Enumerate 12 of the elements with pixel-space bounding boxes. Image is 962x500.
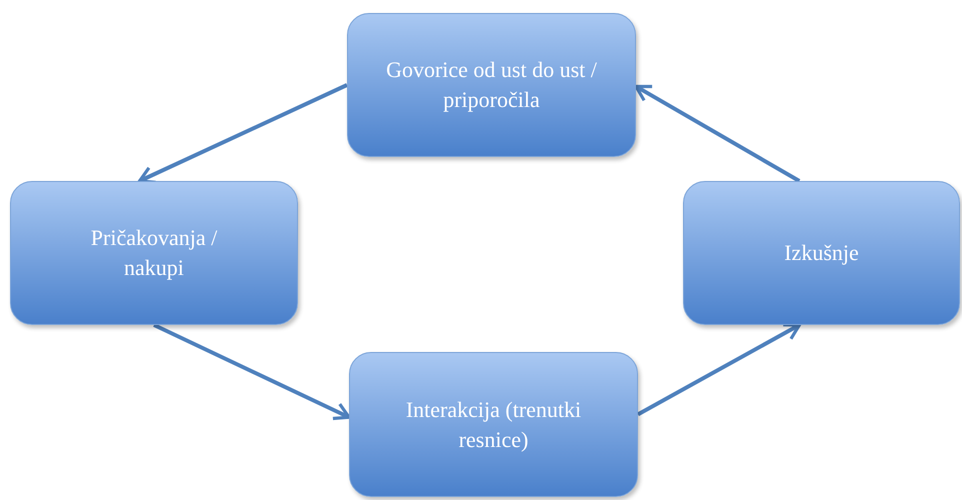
process-box [349,352,638,497]
arrow [138,83,348,184]
box-label: Pričakovanja / nakupi [90,224,218,282]
process-box [347,13,636,157]
box-label: Izkušnje [784,239,859,267]
arrow [153,323,351,420]
process-box [683,181,960,325]
arrow [634,84,800,183]
box-label: Interakcija (trenutki resnice) [404,396,582,454]
box-label: Govorice od ust do ust / priporočila [385,56,598,114]
arrow [637,323,801,416]
process-box [10,181,298,325]
